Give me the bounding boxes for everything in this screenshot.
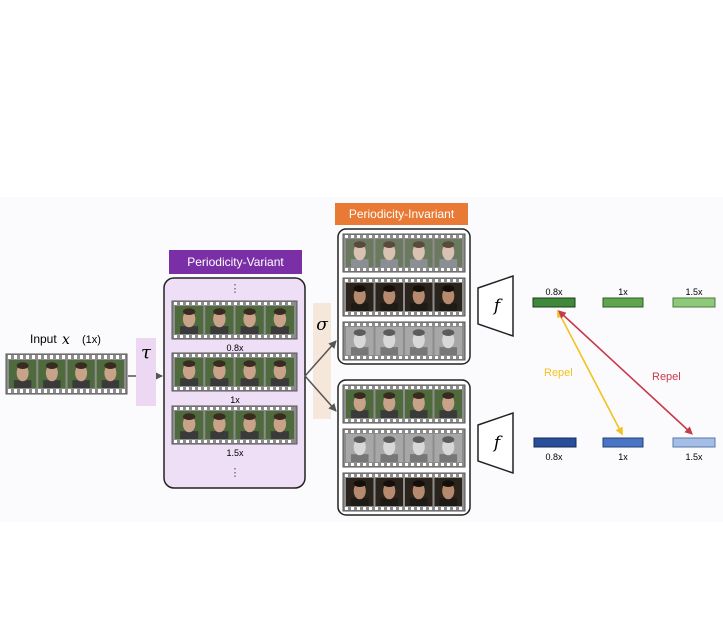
video-frame [205, 358, 234, 386]
sigma-symbol: σ [316, 315, 328, 335]
video-frame [434, 283, 462, 311]
tau-symbol: τ [141, 342, 152, 363]
video-frame [405, 327, 433, 355]
video-frame [375, 390, 403, 418]
variant-strip-0.8x [171, 300, 298, 340]
video-frame [265, 411, 294, 439]
video-frame [205, 411, 234, 439]
embedding-blue-1.5x [672, 437, 716, 448]
video-frame [434, 390, 462, 418]
video-frame [265, 306, 294, 334]
video-frame [434, 239, 462, 267]
video-frame [9, 360, 37, 388]
video-frame [375, 434, 403, 462]
encoder-top [477, 274, 514, 338]
input-label: Input [30, 332, 57, 346]
blue-label-1x: 1x [618, 452, 628, 462]
input-variable: x [62, 332, 70, 348]
video-frame [346, 327, 374, 355]
video-frame [205, 306, 234, 334]
sigma-arrow-bottom [304, 375, 337, 412]
embedding-blue-1x [602, 437, 644, 448]
invariant-title-box [335, 203, 468, 225]
video-frame [175, 411, 204, 439]
blue-label-0.8x: 0.8x [545, 452, 563, 462]
invariant-top-strip-3 [342, 321, 466, 361]
encoder-top-label: f [492, 296, 503, 316]
invariant-bottom-strip-1 [342, 384, 466, 424]
video-frame [346, 239, 374, 267]
repel-arrow-red [558, 310, 693, 435]
blue-label-1.5x: 1.5x [685, 452, 703, 462]
embedding-green-1x [602, 297, 644, 308]
video-frame [265, 358, 294, 386]
invariant-top-strip-1 [342, 233, 466, 273]
video-frame [375, 478, 403, 506]
invariant-top-strip-2 [342, 277, 466, 317]
encoder-bottom [477, 411, 514, 475]
video-frame [375, 239, 403, 267]
embedding-green-1.5x [672, 297, 716, 308]
variant-strip-label-1.5x: 1.5x [226, 448, 244, 458]
video-frame [375, 283, 403, 311]
video-frame [405, 283, 433, 311]
video-frame [346, 478, 374, 506]
video-frame [405, 478, 433, 506]
video-frame [375, 327, 403, 355]
video-frame [346, 434, 374, 462]
ellipsis-bottom: ⋮ [230, 467, 241, 479]
variant-strip-label-1x: 1x [230, 395, 240, 405]
video-frame [235, 358, 264, 386]
video-frame [38, 360, 66, 388]
video-frame [405, 434, 433, 462]
video-frame [67, 360, 95, 388]
video-frame [405, 239, 433, 267]
video-frame [434, 434, 462, 462]
ellipsis-top: ⋮ [230, 283, 241, 295]
video-frame [175, 358, 204, 386]
variant-strip-1.5x [171, 405, 298, 445]
video-frame [405, 390, 433, 418]
video-frame [96, 360, 124, 388]
video-frame [434, 478, 462, 506]
tau-block [136, 338, 156, 406]
video-frame [235, 411, 264, 439]
encoder-bottom-label: f [492, 433, 503, 453]
green-label-0.8x: 0.8x [545, 287, 563, 297]
invariant-title: Periodicity-Invariant [349, 207, 455, 221]
repel-label-yellow: Repel [544, 367, 573, 379]
variant-strip-label-0.8x: 0.8x [226, 343, 244, 353]
embedding-blue-0.8x [533, 437, 577, 448]
video-frame [235, 306, 264, 334]
variant-strip-1x [171, 352, 298, 392]
input-film-strip [5, 353, 128, 395]
input-scale: (1x) [82, 334, 101, 346]
invariant-bottom-strip-2 [342, 428, 466, 468]
invariant-bottom-strip-3 [342, 472, 466, 512]
video-frame [434, 327, 462, 355]
embedding-green-0.8x [532, 297, 576, 308]
repel-label-red: Repel [652, 371, 681, 383]
video-frame [175, 306, 204, 334]
video-frame [346, 390, 374, 418]
green-label-1x: 1x [618, 287, 628, 297]
variant-title-box [169, 250, 302, 274]
green-label-1.5x: 1.5x [685, 287, 703, 297]
variant-title: Periodicity-Variant [187, 255, 284, 269]
video-frame [346, 283, 374, 311]
sigma-arrow-top [304, 340, 337, 377]
